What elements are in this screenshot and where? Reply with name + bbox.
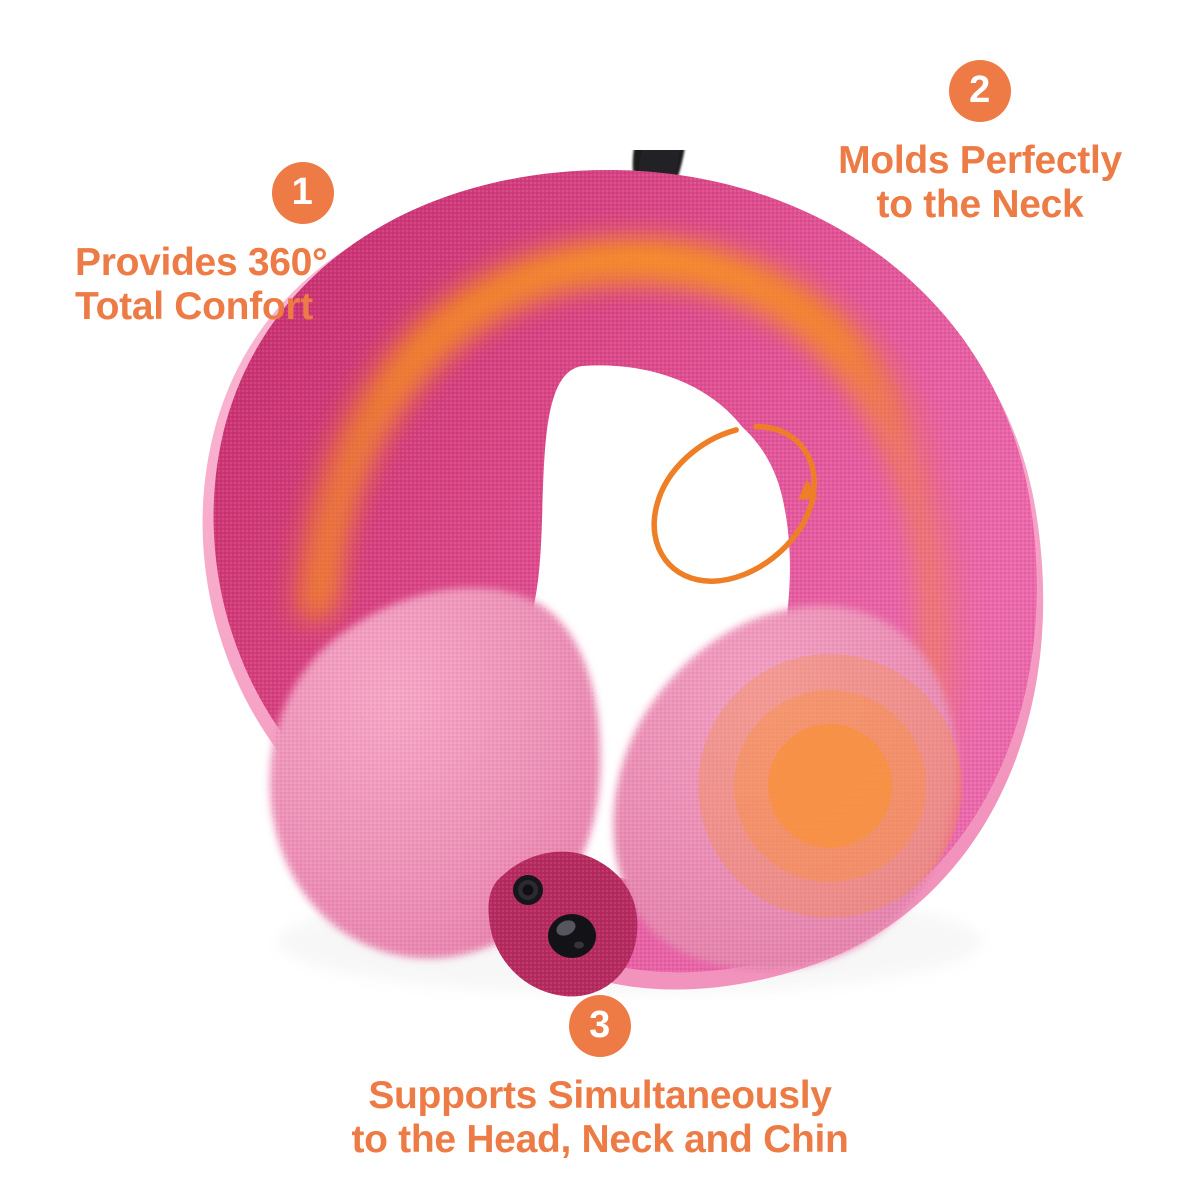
snap-clasp[interactable] (488, 851, 638, 997)
product-illustration (130, 150, 1090, 1000)
callout-3: 3 Supports Simultaneously to the Head, N… (310, 995, 890, 1163)
callout-2-line-1: Molds Perfectly (838, 139, 1122, 182)
callout-2-line-2: to the Neck (876, 183, 1084, 227)
callout-1-line-1: Provides 360° (75, 241, 328, 284)
callout-badge-2: 2 (949, 60, 1011, 122)
snap-button[interactable] (548, 914, 596, 958)
callout-3-text: Supports Simultaneously to the Head, Nec… (351, 1074, 848, 1163)
pillow-svg (202, 150, 1044, 997)
rotation-arrow-icon (651, 423, 819, 584)
heat-zone-rings (698, 654, 962, 918)
snap-socket (513, 875, 543, 905)
callout-3-line-1: Supports Simultaneously (368, 1074, 832, 1117)
callout-1-line-2: Total Confort (75, 285, 313, 329)
callout-badge-1: 1 (271, 162, 334, 224)
callout-badge-3: 3 (569, 995, 631, 1057)
callout-1-text: Provides 360° Total Confort (20, 241, 328, 330)
callout-1: 1 Provides 360° Total Confort (20, 162, 410, 330)
callout-2: 2 Molds Perfectly to the Neck (800, 60, 1160, 228)
callout-3-line-2: to the Head, Neck and Chin (351, 1118, 849, 1162)
callout-2-text: Molds Perfectly to the Neck (838, 139, 1122, 228)
